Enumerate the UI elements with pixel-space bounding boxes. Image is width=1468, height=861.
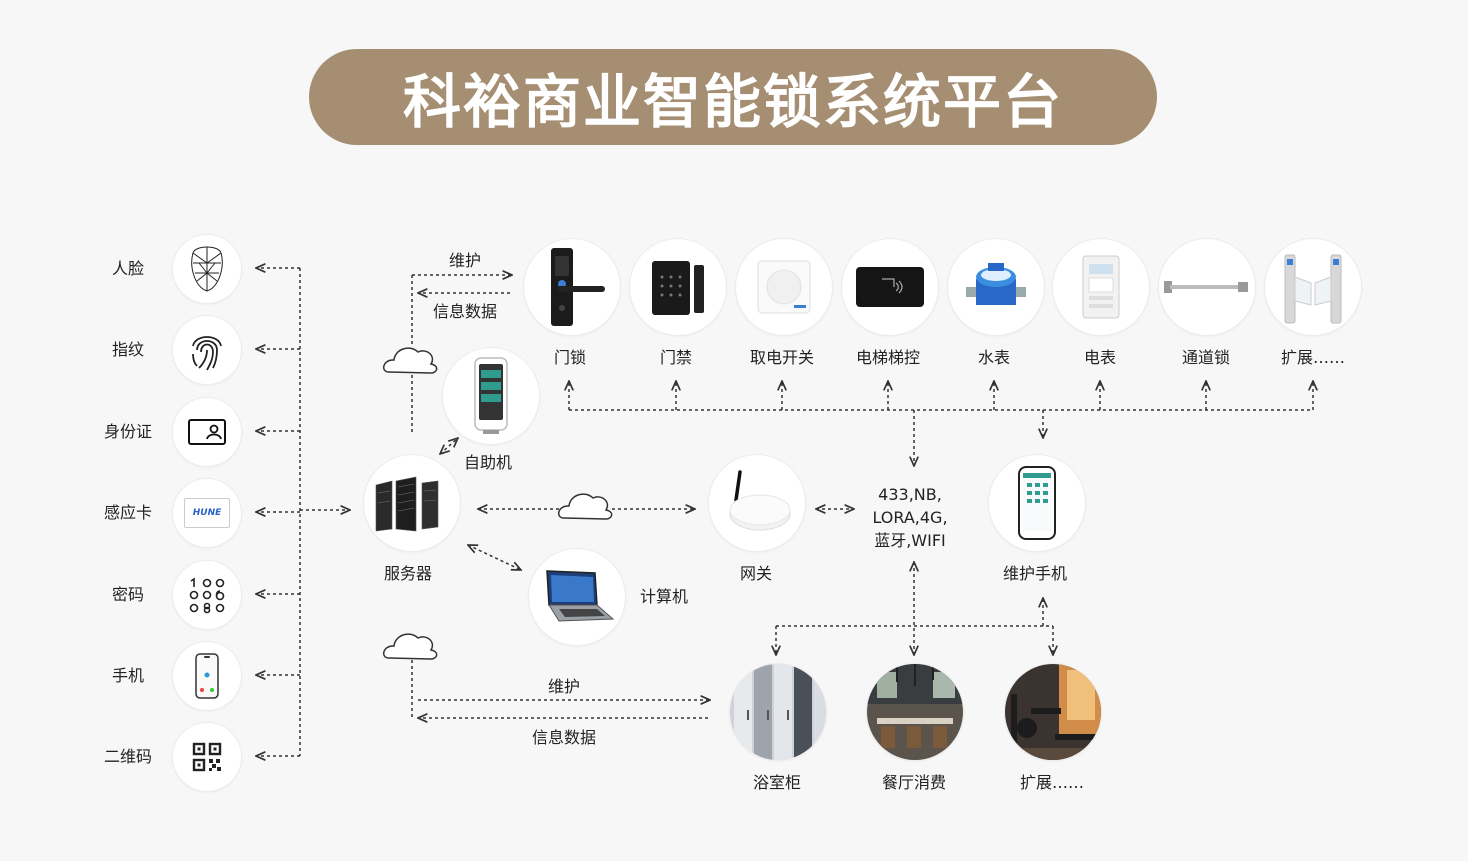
scene-label-restaurant: 餐厅消费 xyxy=(881,773,947,792)
auth-label-fingerprint: 指纹 xyxy=(112,340,145,359)
door-lock-icon xyxy=(523,238,621,336)
access-control-icon xyxy=(629,238,727,336)
qr-code-icon xyxy=(172,722,242,792)
water-meter-icon xyxy=(947,238,1045,336)
cloud-icon xyxy=(382,633,438,660)
id-card-icon xyxy=(172,397,242,467)
passage-lock-icon xyxy=(1158,238,1256,336)
device-label-water-meter: 水表 xyxy=(977,348,1011,367)
auth-label-qrcode: 二维码 xyxy=(104,747,153,766)
network-line-3: 蓝牙,WIFI xyxy=(874,531,946,550)
auth-label-idcard: 身份证 xyxy=(104,422,153,441)
face-icon xyxy=(172,234,242,304)
server-label: 服务器 xyxy=(384,564,433,583)
laptop-icon xyxy=(528,548,626,646)
card-brand: HUNE xyxy=(192,508,222,518)
device-label-door-lock: 门锁 xyxy=(553,348,587,367)
title-banner: 科裕商业智能锁系统平台 xyxy=(309,49,1157,145)
keypad-icon xyxy=(172,560,242,630)
cloud-icon xyxy=(557,493,613,520)
page-title: 科裕商业智能锁系统平台 xyxy=(402,68,1063,136)
turnstile-icon xyxy=(1264,238,1362,336)
flow-maintain-bottom: 维护 xyxy=(547,677,581,696)
kiosk-icon xyxy=(442,347,540,445)
scene-label-bathroom: 浴室柜 xyxy=(752,773,802,792)
gateway-label: 网关 xyxy=(740,564,773,583)
device-label-passage-lock: 通道锁 xyxy=(1181,348,1231,367)
mobile-phone-icon xyxy=(172,641,242,711)
server-icon xyxy=(363,454,461,552)
electricity-meter-icon xyxy=(1052,238,1150,336)
device-label-extension: 扩展…… xyxy=(1280,348,1346,367)
computer-label: 计算机 xyxy=(640,587,689,606)
network-line-1: 433,NB, xyxy=(878,485,942,504)
auth-label-password: 密码 xyxy=(112,585,145,604)
cloud-icon xyxy=(382,347,438,374)
device-label-electric-meter: 电表 xyxy=(1083,348,1117,367)
bathroom-locker-photo xyxy=(729,663,827,761)
access-card-icon: HUNE xyxy=(172,478,242,548)
network-line-2: LORA,4G, xyxy=(872,508,948,527)
gateway-router-icon xyxy=(708,454,806,552)
power-switch-icon xyxy=(735,238,833,336)
restaurant-photo xyxy=(866,663,964,761)
auth-label-face: 人脸 xyxy=(112,259,145,278)
gym-photo xyxy=(1004,663,1102,761)
auth-label-phone: 手机 xyxy=(112,666,145,685)
flow-data-top: 信息数据 xyxy=(432,302,498,321)
fingerprint-icon xyxy=(172,315,242,385)
network-protocols: 433,NB, LORA,4G, 蓝牙,WIFI xyxy=(862,483,958,552)
kiosk-label: 自助机 xyxy=(464,453,513,472)
device-label-elevator: 电梯梯控 xyxy=(855,348,921,367)
flow-maintain-top: 维护 xyxy=(448,251,482,270)
elevator-card-reader-icon xyxy=(841,238,939,336)
flow-data-bottom: 信息数据 xyxy=(531,728,597,747)
auth-label-card: 感应卡 xyxy=(104,503,153,522)
scene-label-extension: 扩展…… xyxy=(1019,773,1085,792)
maintenance-phone-label: 维护手机 xyxy=(1003,564,1068,583)
maintenance-phone-icon xyxy=(988,454,1086,552)
device-label-power-switch: 取电开关 xyxy=(749,348,815,367)
device-label-access-control: 门禁 xyxy=(659,348,693,367)
